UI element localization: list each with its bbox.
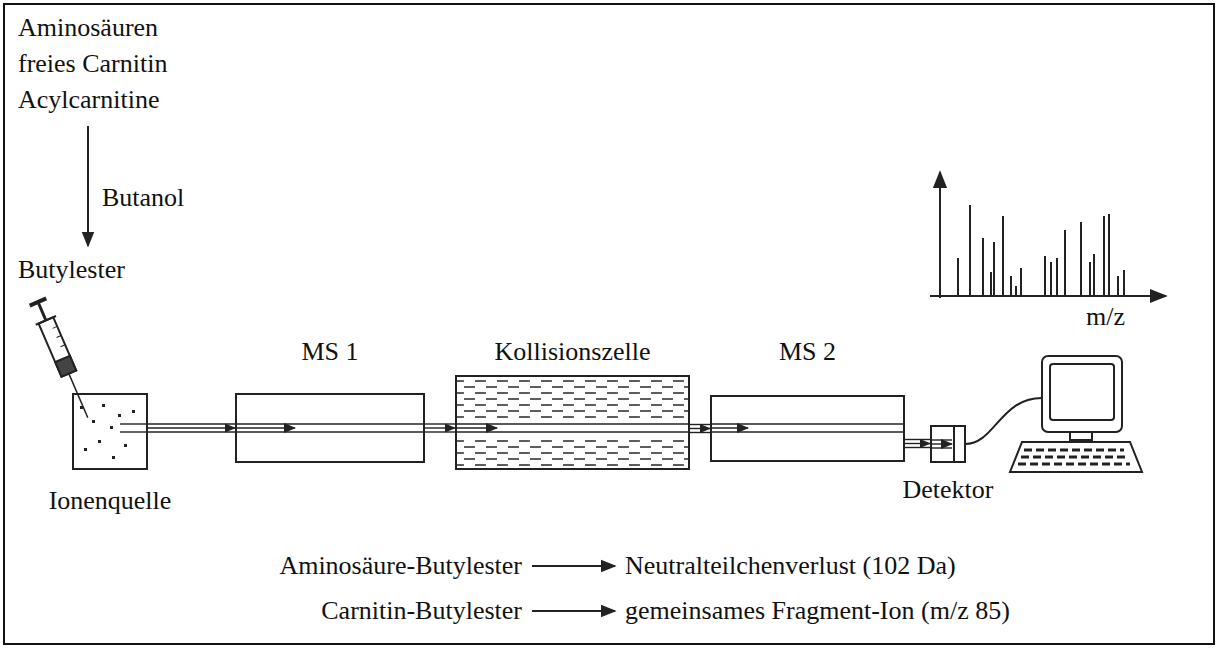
axis-label: m/z: [1086, 302, 1125, 332]
instrument-box: MS 1: [235, 393, 425, 463]
part-name: Detektor: [903, 475, 994, 505]
connector-path: [532, 610, 615, 612]
node-text: gemeinsames Fragment-Ion (m/z 85): [625, 593, 1010, 629]
beam-line: [425, 423, 455, 424]
ion-beam: [237, 427, 295, 428]
ion-beam: [712, 423, 903, 424]
ion-beam: [932, 443, 952, 444]
ion-beam: [237, 431, 423, 432]
text-node: Carnitin-Butylester: [321, 593, 522, 629]
text-node: Butylester: [18, 252, 125, 288]
syringe: [38, 302, 46, 320]
syringe: [57, 336, 62, 338]
syringe: [53, 326, 58, 328]
node-text: Carnitin-Butylester: [321, 593, 522, 629]
syringe: [36, 316, 56, 325]
arrow-connector: [532, 611, 615, 612]
ion-beam-connector: [425, 424, 455, 432]
beam-channel: [457, 420, 688, 437]
outer-frame: [3, 3, 1215, 645]
text-node: gemeinsames Fragment-Ion (m/z 85): [625, 593, 1010, 629]
connector-path: [690, 428, 710, 429]
node-text: Butylester: [18, 252, 125, 288]
node-text: Aminosäuren freies Carnitin Acylcarnitin…: [18, 10, 203, 118]
arrow-connector: [88, 126, 89, 246]
syringe: [61, 345, 66, 347]
mass-spectrum: [958, 205, 1124, 296]
instrument-box: Detektor: [930, 425, 966, 463]
computer: [1010, 442, 1142, 472]
part-name: MS 2: [779, 337, 836, 367]
detector-plate: [953, 427, 955, 461]
ion-dots: [118, 414, 121, 417]
beam-line: [148, 431, 235, 432]
part-name: Kollisionszelle: [495, 337, 651, 367]
instrument-box: Kollisionszelle: [455, 375, 690, 470]
ion-dots: [110, 426, 113, 429]
node-text: Aminosäure-Butylester: [279, 548, 522, 584]
ion-beam: [932, 439, 952, 440]
mass-spectrum: [930, 172, 1166, 298]
connector-path: [87, 126, 89, 246]
instrument-box: MS 2: [710, 395, 905, 462]
connector-path: [148, 427, 235, 428]
connector-path: [425, 427, 455, 428]
text-node: Neutralteilchenverlust (102 Da): [625, 548, 956, 584]
ion-beam: [712, 431, 903, 432]
ion-beam: [120, 423, 148, 424]
computer: [1050, 364, 1114, 420]
ion-dots: [102, 404, 105, 407]
syringe: [55, 356, 76, 377]
mass-spectrum: [930, 295, 1166, 297]
ion-dots: [84, 448, 87, 451]
ion-beam-connector: [905, 440, 930, 448]
ion-beam: [712, 427, 748, 428]
beam-line: [148, 423, 235, 424]
ion-beam: [237, 423, 423, 424]
ion-dots: [80, 406, 83, 409]
arrow-connector: [532, 566, 615, 567]
syringe: [39, 317, 77, 377]
computer: [1070, 432, 1092, 440]
part-name: Ionenquelle: [49, 486, 172, 516]
ion-dots: [124, 444, 127, 447]
reagent-label: Butanol: [100, 183, 186, 213]
mass-spectrum: [939, 172, 941, 298]
ion-beam: [457, 431, 688, 432]
computer: [1042, 356, 1122, 432]
ion-dots: [112, 456, 115, 459]
ion-beam-connector: [148, 424, 235, 432]
beam-line: [905, 439, 930, 440]
part-name: MS 1: [301, 337, 358, 367]
beam-line: [425, 431, 455, 432]
cable: [965, 398, 1042, 444]
syringe: [28, 298, 98, 422]
ion-dots: [92, 420, 95, 423]
connector-path: [905, 443, 930, 444]
beam-line: [690, 432, 710, 433]
text-node: Aminosäuren freies Carnitin Acylcarnitin…: [18, 10, 203, 118]
ion-beam: [932, 447, 952, 448]
ion-beam: [457, 423, 688, 424]
computer: [1010, 356, 1142, 472]
instrument-box: Ionenquelle: [72, 393, 148, 470]
computer: [1018, 450, 1130, 464]
beam-line: [905, 447, 930, 448]
text-node: Aminosäure-Butylester: [279, 548, 522, 584]
beam-line: [690, 424, 710, 425]
ion-beam: [120, 424, 952, 448]
ion-beam: [120, 431, 148, 432]
ion-dots: [98, 440, 101, 443]
ion-beam: [457, 427, 497, 428]
node-text: Neutralteilchenverlust (102 Da): [625, 548, 956, 584]
connector-path: [532, 565, 615, 567]
ion-dots: [132, 410, 135, 413]
ion-beam-connector: [690, 425, 710, 433]
collision-gas: [457, 377, 688, 468]
